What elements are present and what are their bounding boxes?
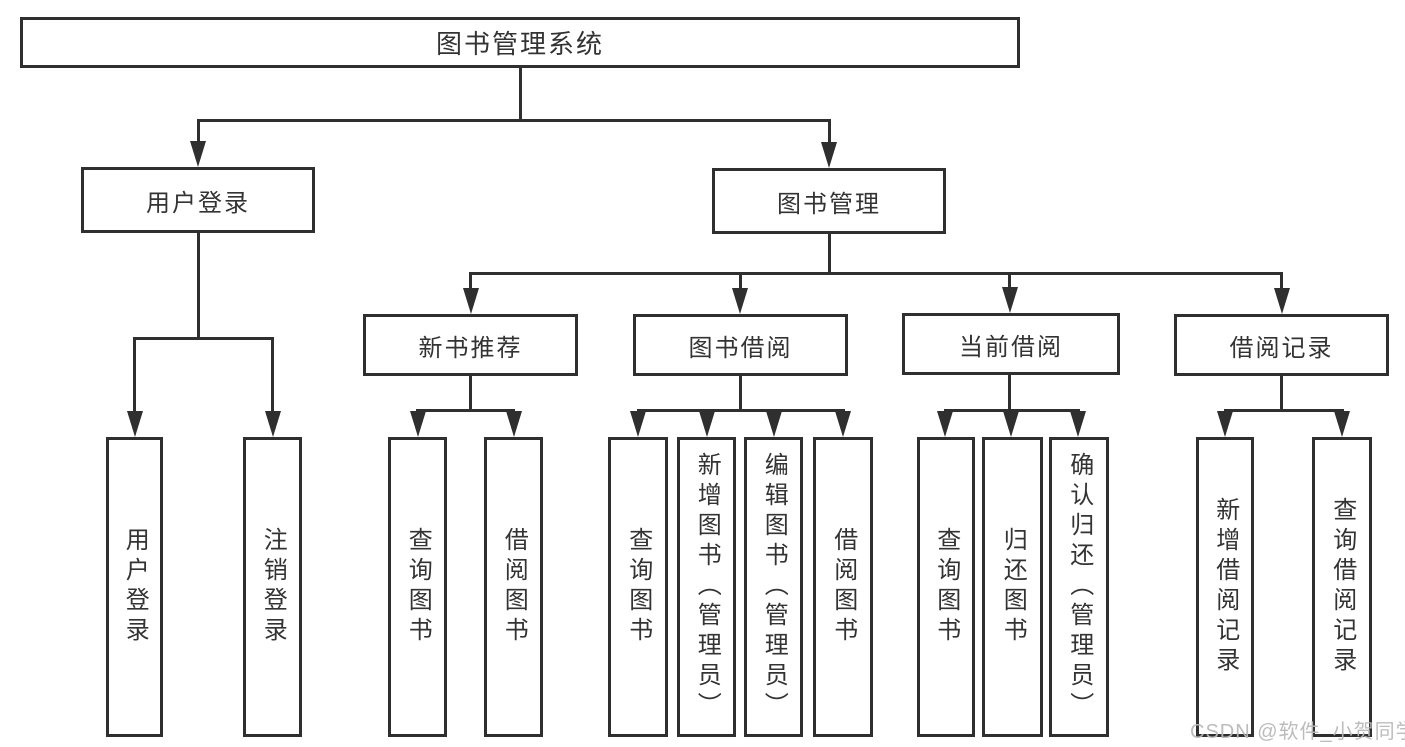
arrow-down-icon: [462, 272, 479, 314]
leaf-return-books: 归还图书: [982, 437, 1043, 737]
arrow-down-icon: [1273, 272, 1290, 314]
leaf-return-books-label: 归还图书: [999, 527, 1027, 647]
node-book-management: 图书管理: [712, 168, 946, 234]
arrow-down-icon: [264, 337, 281, 437]
leaf-add-borrow-record: 新增借阅记录: [1196, 437, 1254, 737]
arrow-down-icon: [505, 409, 522, 437]
arrow-down-icon: [1217, 409, 1233, 437]
leaf-borrow-books-2: 借阅图书: [813, 437, 873, 737]
leaf-edit-books-admin: 编辑图书（管理员）: [744, 437, 803, 737]
leaf-query-books-1-label: 查询图书: [404, 527, 432, 647]
arrow-down-icon: [1001, 272, 1018, 313]
node-new-book-recommend: 新书推荐: [363, 314, 578, 376]
leaf-user-login-label: 用户登录: [121, 527, 149, 647]
connector-rail-borrow-record: [1223, 409, 1344, 412]
leaf-user-login: 用户登录: [106, 437, 163, 737]
arrow-down-icon: [190, 119, 206, 167]
arrow-down-icon: [821, 119, 837, 168]
leaf-add-borrow-record-label: 新增借阅记录: [1211, 497, 1239, 677]
arrow-down-icon: [1070, 409, 1086, 437]
node-current-borrowing: 当前借阅: [902, 313, 1120, 375]
leaf-logout-label: 注销登录: [259, 527, 287, 647]
leaf-query-books-3: 查询图书: [917, 437, 975, 737]
connector-stem-root: [518, 68, 522, 122]
watermark-text: CSDN @软件_小贺同学: [1190, 721, 1405, 743]
leaf-confirm-return-admin: 确认归还（管理员）: [1049, 437, 1109, 737]
arrow-down-icon: [409, 409, 426, 437]
leaf-logout: 注销登录: [243, 437, 302, 737]
connector-stem-book-borrow: [738, 376, 742, 412]
leaf-confirm-return-admin-label: 确认归还（管理员）: [1065, 452, 1093, 722]
connector-stem-user-login: [196, 232, 200, 340]
connector-stem-book-management: [827, 234, 831, 275]
leaf-add-books-admin: 新增图书（管理员）: [677, 437, 736, 737]
arrow-down-icon: [765, 409, 782, 437]
arrow-down-icon: [126, 337, 143, 437]
connector-rail-user-login: [133, 337, 274, 340]
arrow-down-icon: [1334, 409, 1350, 437]
leaf-borrow-books-1-label: 借阅图书: [500, 527, 528, 647]
leaf-query-books-2: 查询图书: [608, 437, 668, 737]
connector-stem-current-borrow: [1008, 375, 1011, 412]
connector-rail-new-book: [416, 409, 515, 412]
connector-rail-root: [196, 119, 831, 122]
connector-rail-book-borrow: [636, 409, 845, 412]
leaf-query-books-1: 查询图书: [388, 437, 447, 737]
arrow-down-icon: [937, 409, 953, 437]
arrow-down-icon: [698, 409, 715, 437]
node-system-root: 图书管理系统: [20, 17, 1020, 68]
arrow-down-icon: [835, 409, 851, 437]
connector-stem-borrow-record: [1280, 376, 1283, 412]
leaf-add-books-admin-label: 新增图书（管理员）: [693, 452, 721, 722]
leaf-borrow-books-2-label: 借阅图书: [829, 527, 857, 647]
node-book-borrowing: 图书借阅: [633, 314, 848, 376]
node-borrowing-records: 借阅记录: [1174, 314, 1389, 376]
leaf-edit-books-admin-label: 编辑图书（管理员）: [760, 452, 788, 722]
leaf-query-borrow-record: 查询借阅记录: [1312, 437, 1372, 737]
arrow-down-icon: [1003, 409, 1019, 437]
leaf-query-books-2-label: 查询图书: [624, 527, 652, 647]
leaf-query-books-3-label: 查询图书: [932, 527, 960, 647]
leaf-query-borrow-record-label: 查询借阅记录: [1328, 497, 1356, 677]
node-user-login: 用户登录: [81, 167, 315, 233]
arrow-down-icon: [630, 409, 646, 437]
connector-rail-book-management: [469, 272, 1283, 275]
connector-stem-new-book: [469, 376, 472, 412]
arrow-down-icon: [732, 272, 748, 314]
leaf-borrow-books-1: 借阅图书: [484, 437, 543, 737]
